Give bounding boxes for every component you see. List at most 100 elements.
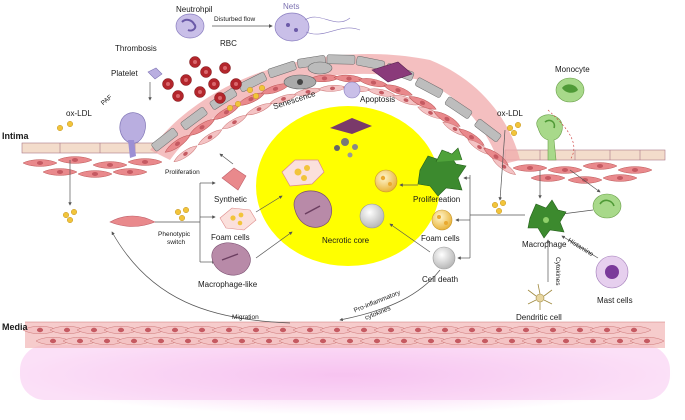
media-smc-nucleus xyxy=(495,327,503,333)
media-smc-nucleus xyxy=(468,327,476,333)
media-smc-nucleus xyxy=(76,338,84,344)
mast-cells-label: Mast cells xyxy=(597,296,633,305)
foam-to-core-arrow xyxy=(255,195,283,213)
rbc-center xyxy=(234,82,238,86)
thrombosis-label: Thrombosis xyxy=(115,44,157,53)
macrophage-label: Macrophage xyxy=(522,240,567,249)
foam-cells-left-label: Foam cells xyxy=(211,233,250,242)
foam-cells-right-label: Foam cells xyxy=(421,234,460,243)
media-smc-nucleus xyxy=(103,338,111,344)
proliferation-arrow xyxy=(219,153,234,165)
prolifereation-label: Prolifereation xyxy=(413,195,460,204)
media-smc-nucleus xyxy=(211,338,219,344)
nets-label: Nets xyxy=(283,2,299,11)
dead-cell-in-core xyxy=(359,203,385,229)
necrotic-core xyxy=(256,106,440,266)
cell-death-label: Cell death xyxy=(422,275,458,284)
media-glow-inner xyxy=(20,345,670,400)
monocyte-label: Monocyte xyxy=(555,65,590,74)
rbc-center xyxy=(204,70,208,74)
media-label: Media xyxy=(2,322,29,332)
cap-smc-nucleus xyxy=(403,98,409,102)
media-smc-nucleus xyxy=(130,338,138,344)
media-smc-nucleus xyxy=(63,327,71,333)
apoptosis-label: Apoptosis xyxy=(360,95,395,104)
cap-smc-nucleus xyxy=(199,125,205,130)
media-smc-nucleus xyxy=(616,338,624,344)
cap-smc-nucleus xyxy=(256,107,262,112)
senescent-cells xyxy=(283,61,333,90)
media-smc-nucleus xyxy=(414,327,422,333)
rbc-center xyxy=(193,60,197,64)
ox-ldl-droplet xyxy=(226,104,233,111)
media-smc-nucleus xyxy=(184,338,192,344)
media-smc-nucleus xyxy=(265,338,273,344)
intima-smc-nucleus xyxy=(126,170,134,174)
death-to-core-arrow xyxy=(389,223,431,253)
cap-smc-nucleus xyxy=(272,86,279,91)
cap-smc-nucleus xyxy=(305,90,311,94)
macrophage-like-label: Macrophage-like xyxy=(198,280,258,289)
media-smc-nucleus xyxy=(441,327,449,333)
rbc-center xyxy=(184,78,188,82)
media-smc-nucleus xyxy=(630,327,638,333)
migration-label: Migration xyxy=(232,314,259,321)
media-smc-nucleus xyxy=(238,338,246,344)
intima-smc-nucleus xyxy=(561,168,569,172)
ox-ldl-droplet xyxy=(515,121,522,128)
synthetic-label: Synthetic xyxy=(214,195,247,204)
cap-smc-nucleus xyxy=(428,110,433,115)
media-smc-nucleus xyxy=(252,327,260,333)
media-smc-nucleus xyxy=(319,338,327,344)
monocyte-differentiation-arrow xyxy=(561,209,594,216)
media-smc-nucleus xyxy=(643,338,651,344)
media-smc-nucleus xyxy=(400,338,408,344)
intima-smc-nucleus xyxy=(56,170,64,174)
ox-ldl-droplet xyxy=(496,207,503,214)
intima-smc-nucleus xyxy=(526,166,534,170)
media-smc-nucleus xyxy=(549,327,557,333)
media-smc-nucleus xyxy=(117,327,125,333)
necrotic-debris xyxy=(330,118,372,158)
endothelial-cell xyxy=(267,61,297,78)
dead-cell-right xyxy=(432,246,456,270)
proliferation-label: Proliferation xyxy=(165,169,200,176)
media-smc-nucleus xyxy=(427,338,435,344)
dendritic-cell-label: Dendritic cell xyxy=(516,313,562,322)
paf-label: PAF xyxy=(100,94,114,107)
cap-smc-nucleus xyxy=(379,90,384,95)
intima-smc-nucleus xyxy=(91,172,99,176)
media-smc-nucleus xyxy=(508,338,516,344)
cap-smc-nucleus xyxy=(395,88,401,93)
media-smc-nucleus xyxy=(454,338,462,344)
cytokines-label: Cytokines xyxy=(554,257,561,286)
media-smc-nucleus xyxy=(589,338,597,344)
phenotypic-switch-label-2: switch xyxy=(167,239,185,246)
ox-ldl-droplet xyxy=(252,92,259,99)
ox-ldl-droplet xyxy=(234,100,241,107)
macrophage-like-to-core-arrow xyxy=(255,231,293,259)
ox-ldl-droplet xyxy=(66,216,73,223)
intima-smc-nucleus xyxy=(544,176,552,180)
media-smc-nucleus xyxy=(144,327,152,333)
macrophage xyxy=(527,199,567,239)
rbc-center xyxy=(223,66,227,70)
rbc-center xyxy=(212,82,216,86)
endothelial-cell xyxy=(415,77,444,98)
intima-smc-nucleus xyxy=(106,163,114,167)
ox-ldl-droplet xyxy=(70,208,77,215)
media-smc-nucleus xyxy=(576,327,584,333)
endothelium-left xyxy=(21,142,158,154)
oxldl-right-arrow xyxy=(498,129,506,201)
media-smc-nucleus xyxy=(292,338,300,344)
ox-ldl-droplet xyxy=(500,199,507,206)
ox-ldl-droplet xyxy=(492,201,499,208)
rbc-center xyxy=(166,82,170,86)
media-smooth-muscle-layer xyxy=(22,322,665,348)
disturbed-flow-label: Disturbed flow xyxy=(214,16,255,23)
cap-smc-nucleus xyxy=(346,76,352,81)
intima-label: Intima xyxy=(2,131,29,141)
intima-smc-nucleus xyxy=(141,160,149,164)
monocyte-intima xyxy=(592,193,622,219)
